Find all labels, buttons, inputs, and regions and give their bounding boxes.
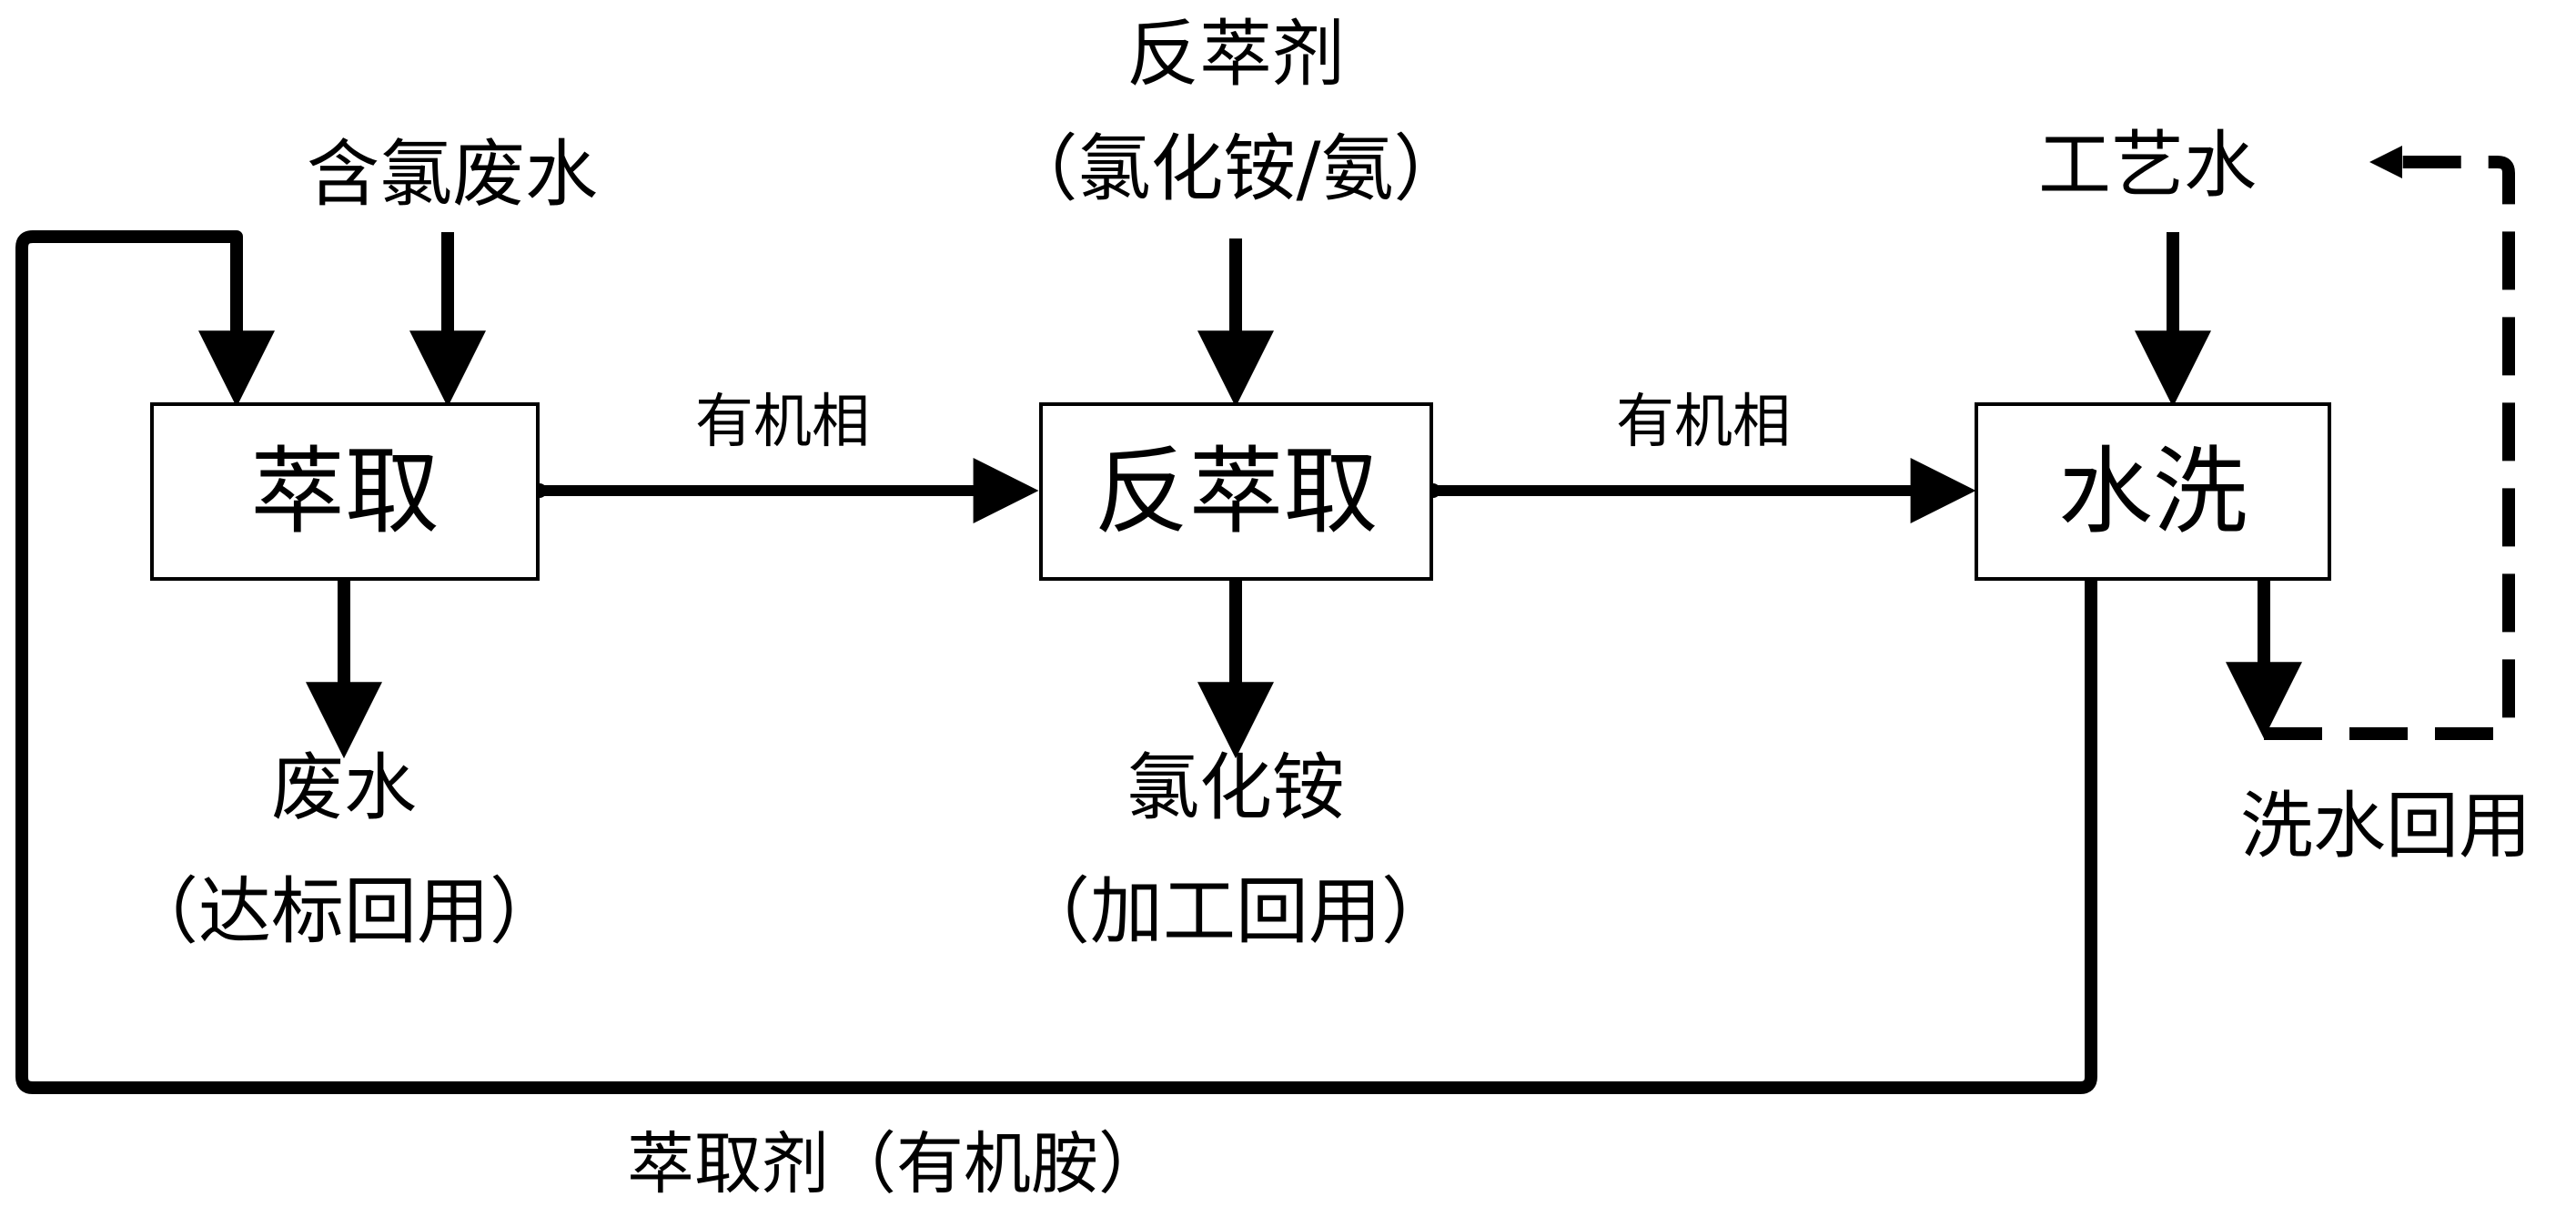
extraction-box: 萃取 <box>150 402 540 581</box>
extractant-recycle-line <box>15 230 2097 1094</box>
organic-phase-label-1: 有机相 <box>695 389 870 456</box>
extractant-recycle-label: 萃取剂（有机胺） <box>627 1125 1166 1203</box>
extraction-label: 萃取 <box>249 436 439 547</box>
ammonium-chloride-label: 氯化铵 <box>1126 746 1345 830</box>
stripping-agent-detail-label: （氯化铵/氨） <box>1005 127 1467 211</box>
wastewater-detail-label: （达标回用） <box>126 869 562 954</box>
organic-phase-label-2: 有机相 <box>1616 389 1791 456</box>
chlorine-wastewater-label: 含氯废水 <box>307 132 598 217</box>
stripping-label: 反萃取 <box>1094 436 1379 547</box>
wash-water-reuse-arrowhead <box>2369 146 2402 178</box>
stripping-box: 反萃取 <box>1039 402 1433 581</box>
wastewater-label: 废水 <box>271 746 417 830</box>
wash-water-reuse-dashed-line <box>2264 156 2515 740</box>
process-water-label: 工艺水 <box>2038 123 2257 208</box>
ammonium-chloride-detail-label: （加工回用） <box>1017 869 1454 954</box>
wash-water-reuse-label: 洗水回用 <box>2240 784 2531 868</box>
water-wash-box: 水洗 <box>1975 402 2331 581</box>
water-wash-label: 水洗 <box>2057 436 2248 547</box>
stripping-agent-label: 反萃剂 <box>1126 12 1345 96</box>
